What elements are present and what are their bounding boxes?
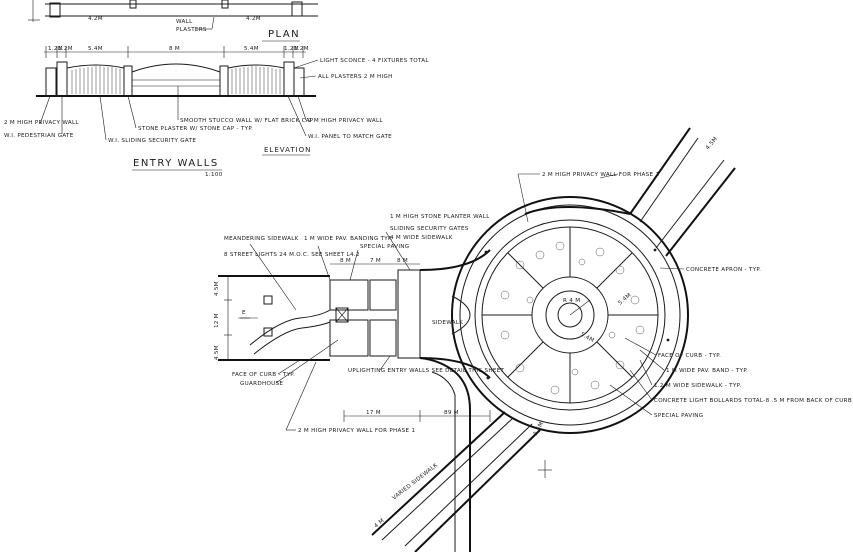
- plan-dim-left: 4.2M: [88, 16, 103, 22]
- face-of-curb-right-note: FACE OF CURB - TYP.: [658, 353, 721, 359]
- stone-planter-note: 1 M HIGH STONE PLANTER WALL: [390, 214, 490, 220]
- smooth-stucco-note: SMOOTH STUCCO WALL W/ FLAT BRICK CAP: [180, 118, 314, 124]
- svg-text:8 M: 8 M: [397, 258, 408, 264]
- scale-label: 1:100: [205, 172, 223, 178]
- svg-text:E: E: [242, 310, 246, 316]
- stone-plaster-note: STONE PLASTER W/ STONE CAP - TYP.: [138, 126, 253, 132]
- planting-stipple: [500, 241, 645, 395]
- street-lights-note: 8 STREET LIGHTS 24 M.O.C. SEE SHEET L4.2: [224, 252, 360, 258]
- svg-text:17 M: 17 M: [366, 410, 381, 416]
- svg-text:5.4M: 5.4M: [579, 332, 595, 345]
- concrete-apron-note: CONCRETE APRON - TYP.: [686, 267, 761, 273]
- radius-label: R 4 M: [563, 298, 580, 304]
- face-of-curb-left-note: FACE OF CURB - TYP.: [232, 372, 295, 378]
- svg-text:12 M: 12 M: [214, 313, 220, 328]
- svg-text:8 M: 8 M: [340, 258, 351, 264]
- elevation-drawing: 1.2M 1.2M 5.4M 8 M 5.4M 1.2M 1.2M: [4, 46, 429, 178]
- plan-dim-right: 4.2M: [246, 16, 261, 22]
- band-typ-note: 1 M WIDE PAV. BAND - TYP.: [666, 368, 748, 374]
- sliding-gates-note: SLIDING SECURITY GATES: [390, 226, 469, 232]
- svg-text:4.5M: 4.5M: [705, 136, 719, 151]
- sidewalk-label: SIDEWALK: [432, 320, 463, 326]
- sidewalk-4m-note: 4 M WIDE SIDEWALK: [390, 235, 453, 241]
- privacy-wall-left-note: 2 M HIGH PRIVACY WALL: [4, 120, 79, 126]
- svg-text:1.2M: 1.2M: [284, 46, 299, 52]
- light-sconce-note: LIGHT SCONCE - 4 FIXTURES TOTAL: [320, 58, 429, 64]
- sidewalk-1-2-note: 1.2 M WIDE SIDEWALK - TYP.: [654, 383, 741, 389]
- privacy-wall-phase-2-note: 2 M HIGH PRIVACY WALL FOR PHASE 1: [298, 428, 415, 434]
- svg-text:89 M: 89 M: [444, 410, 459, 416]
- special-paving-note-2: SPECIAL PAVING: [654, 413, 703, 419]
- svg-text:1.2M: 1.2M: [58, 46, 73, 52]
- meandering-note: MEANDERING SIDEWALK: [224, 236, 299, 242]
- special-paving-note-1: SPECIAL PAVING: [360, 244, 409, 250]
- svg-text:5.4M: 5.4M: [244, 46, 259, 52]
- roundabout-spokes: [482, 227, 658, 403]
- plan-title: PLAN: [268, 29, 300, 40]
- svg-text:1.2M: 1.2M: [48, 46, 63, 52]
- plan-wall-label: WALL: [176, 19, 193, 25]
- guardhouse-note: GUARDHOUSE: [240, 381, 283, 387]
- uplighting-note: UPLIGHTING ENTRY WALLS SEE DETAIL THIS S…: [348, 368, 505, 374]
- svg-text:8 M: 8 M: [169, 46, 180, 52]
- svg-text:5.4M: 5.4M: [88, 46, 103, 52]
- svg-text:1.2M: 1.2M: [294, 46, 309, 52]
- svg-text:7 M: 7 M: [370, 258, 381, 264]
- paving-band-note: 1 M WIDE PAV. BANDING TYP.: [304, 236, 393, 242]
- svg-text:5.4M: 5.4M: [617, 292, 632, 306]
- wi-panel-note: W.I. PANEL TO MATCH GATE: [308, 134, 392, 140]
- all-plasters-note: ALL PLASTERS 2 M HIGH: [318, 74, 393, 80]
- svg-text:4.5M: 4.5M: [214, 281, 220, 296]
- svg-text:4.5M: 4.5M: [214, 345, 220, 360]
- plan-strip: 4.2M 4.2M WALL PLASTERS PLAN: [28, 0, 318, 42]
- svg-text:4 M: 4 M: [373, 518, 385, 530]
- pedestrian-gate-note: W.I. PEDESTRIAN GATE: [4, 133, 74, 139]
- elevation-hatch: [71, 66, 281, 94]
- privacy-wall-right-note: 2 M HIGH PRIVACY WALL: [308, 118, 383, 124]
- sliding-gate-note: W.I. SLIDING SECURITY GATE: [108, 138, 196, 144]
- plan-plasters-label: PLASTERS: [176, 27, 207, 33]
- site-plan: R 4 M: [214, 127, 852, 552]
- privacy-wall-phase-note: 2 M HIGH PRIVACY WALL FOR PHASE 1: [542, 172, 659, 178]
- entry-walls-title: ENTRY WALLS: [133, 158, 219, 169]
- elevation-title: ELEVATION: [264, 146, 311, 154]
- bollards-note: CONCRETE LIGHT BOLLARDS TOTAL-8 .5 M FRO…: [654, 398, 852, 404]
